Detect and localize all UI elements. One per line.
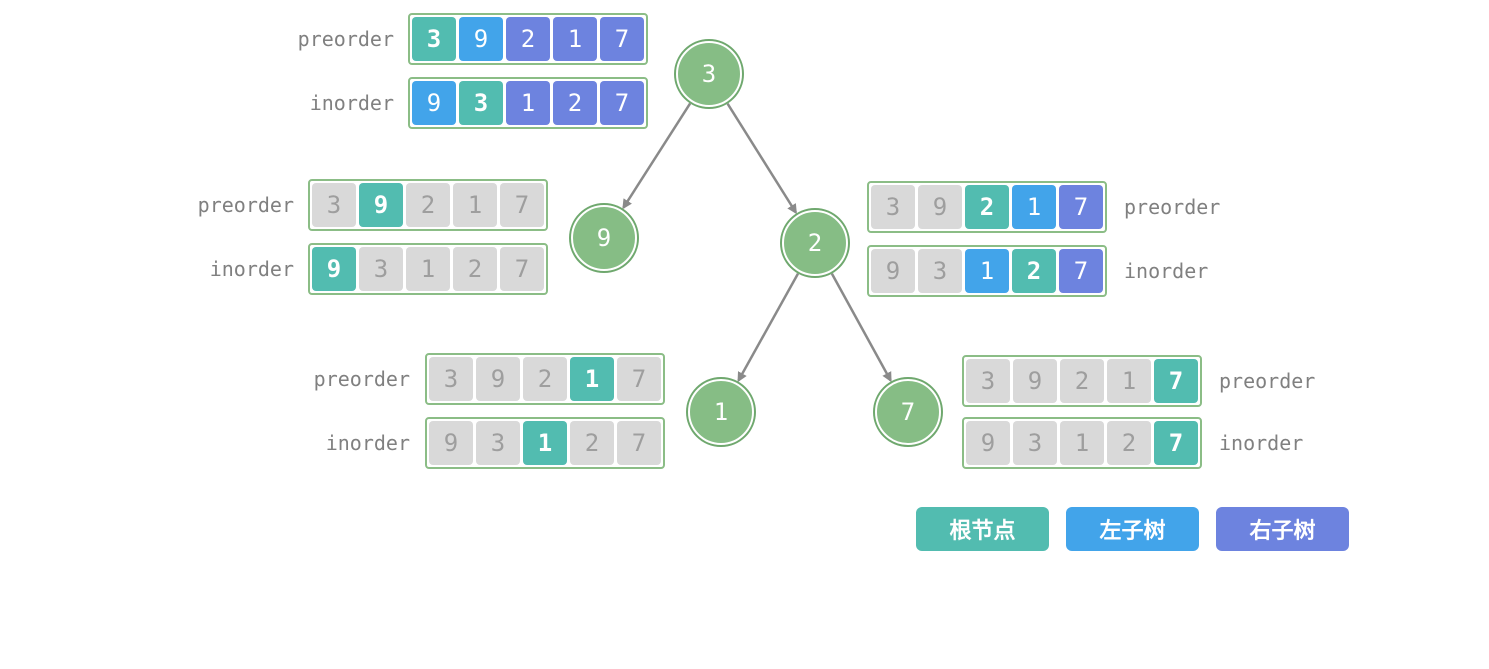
array-cell: 9	[1013, 359, 1057, 403]
array-cell: 3	[312, 183, 356, 227]
array-cell: 2	[553, 81, 597, 125]
legend-right: 右子树	[1216, 507, 1349, 551]
array-cell: 7	[600, 81, 644, 125]
array-cell: 3	[871, 185, 915, 229]
tree-edge	[737, 272, 800, 383]
array-cell: 9	[412, 81, 456, 125]
array-cell: 7	[500, 247, 544, 291]
array-cell: 9	[476, 357, 520, 401]
array-cell: 7	[1059, 185, 1103, 229]
tree-edge	[726, 102, 797, 215]
array-cell: 2	[965, 185, 1009, 229]
array-cell: 9	[459, 17, 503, 61]
tree-node: 9	[571, 205, 637, 271]
array-cell: 2	[570, 421, 614, 465]
array-cell: 7	[1154, 359, 1198, 403]
array-cell: 7	[1059, 249, 1103, 293]
tree-edge	[830, 273, 892, 383]
legend-left: 左子树	[1066, 507, 1199, 551]
array-cell: 1	[1060, 421, 1104, 465]
array-cell: 7	[1154, 421, 1198, 465]
inorder-label: inorder	[1124, 259, 1209, 283]
array-cell: 1	[1012, 185, 1056, 229]
array-cell: 2	[1060, 359, 1104, 403]
array-cell: 3	[966, 359, 1010, 403]
array-cell: 2	[1107, 421, 1151, 465]
tree-node: 3	[676, 41, 742, 107]
array-cell: 7	[617, 421, 661, 465]
array-cell: 3	[1013, 421, 1057, 465]
array-cell: 9	[966, 421, 1010, 465]
array-cell: 1	[1107, 359, 1151, 403]
array-cell: 1	[570, 357, 614, 401]
array-cell: 3	[359, 247, 403, 291]
array-cell: 1	[523, 421, 567, 465]
inorder-label: inorder	[309, 91, 394, 115]
array-cell: 7	[500, 183, 544, 227]
array-cell: 2	[406, 183, 450, 227]
legend-root: 根节点	[916, 507, 1049, 551]
array-cell: 1	[965, 249, 1009, 293]
inorder-label: inorder	[209, 257, 294, 281]
array-cell: 1	[453, 183, 497, 227]
inorder-label: inorder	[1219, 431, 1304, 455]
tree-edge	[622, 102, 692, 210]
array-cell: 2	[523, 357, 567, 401]
tree-node: 7	[875, 379, 941, 445]
array-cell: 3	[476, 421, 520, 465]
tree-node: 2	[782, 210, 848, 276]
array-cell: 1	[506, 81, 550, 125]
array-cell: 1	[406, 247, 450, 291]
inorder-label: inorder	[325, 431, 410, 455]
array-cell: 1	[553, 17, 597, 61]
array-cell: 3	[429, 357, 473, 401]
array-cell: 2	[1012, 249, 1056, 293]
array-cell: 9	[359, 183, 403, 227]
preorder-label: preorder	[1219, 369, 1316, 393]
array-cell: 7	[617, 357, 661, 401]
array-cell: 9	[871, 249, 915, 293]
array-cell: 3	[459, 81, 503, 125]
array-cell: 9	[429, 421, 473, 465]
array-cell: 7	[600, 17, 644, 61]
tree-node: 1	[688, 379, 754, 445]
array-cell: 9	[918, 185, 962, 229]
array-cell: 9	[312, 247, 356, 291]
array-cell: 2	[506, 17, 550, 61]
preorder-label: preorder	[1124, 195, 1221, 219]
preorder-label: preorder	[297, 27, 394, 51]
preorder-label: preorder	[313, 367, 410, 391]
preorder-label: preorder	[197, 193, 294, 217]
array-cell: 2	[453, 247, 497, 291]
array-cell: 3	[412, 17, 456, 61]
array-cell: 3	[918, 249, 962, 293]
